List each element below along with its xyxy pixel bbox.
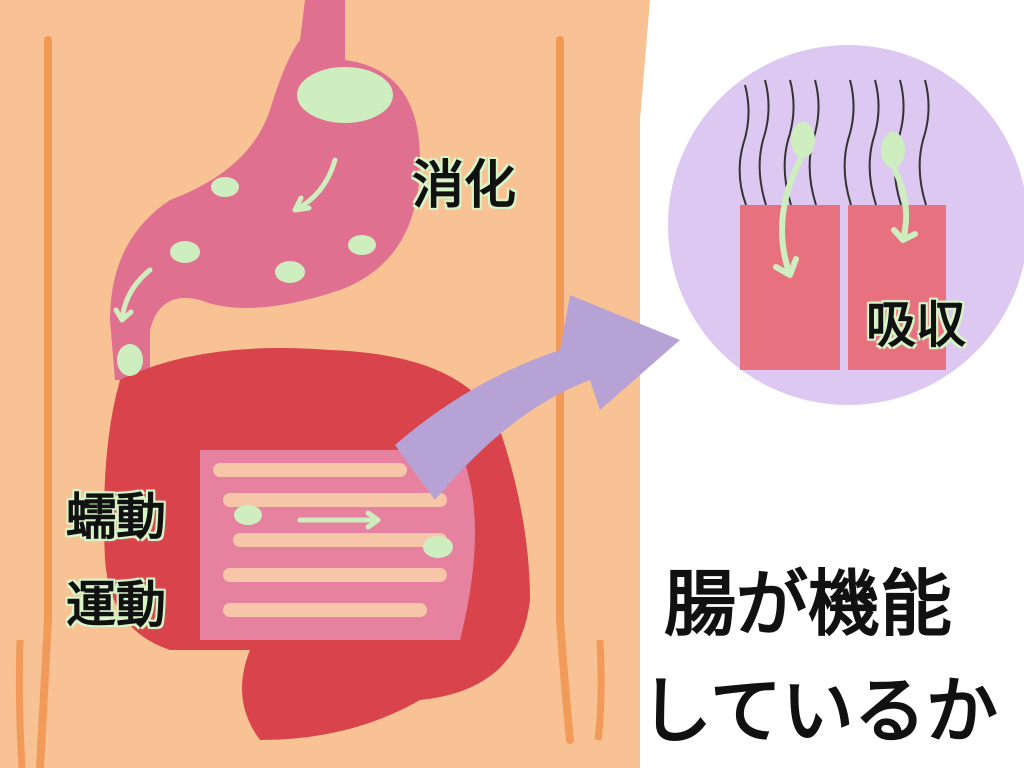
intestinal-cell-left (740, 205, 840, 370)
absorption-arrow (395, 295, 680, 500)
question-line2: しているか (640, 669, 998, 753)
body-line-right-outer (594, 639, 605, 741)
label-absorption: 吸収 (866, 296, 966, 354)
absorption-closeup-circle (668, 45, 1024, 405)
label-peristalsis-line2: 運動 (66, 576, 166, 634)
body-line-right (556, 36, 574, 744)
nutrient-particles (117, 67, 453, 558)
body-line-left-outer (15, 639, 26, 768)
label-digestion: 消化 (412, 156, 517, 216)
absorbed-nutrients (791, 122, 905, 168)
question-line1: 腸が機能 (664, 562, 953, 646)
absorption-flow-arrows (773, 157, 918, 278)
body-line-left (36, 36, 52, 768)
label-peristalsis-line1: 蠕動 (66, 488, 166, 546)
flow-arrows (113, 157, 381, 530)
small-intestine-folds (213, 463, 447, 617)
